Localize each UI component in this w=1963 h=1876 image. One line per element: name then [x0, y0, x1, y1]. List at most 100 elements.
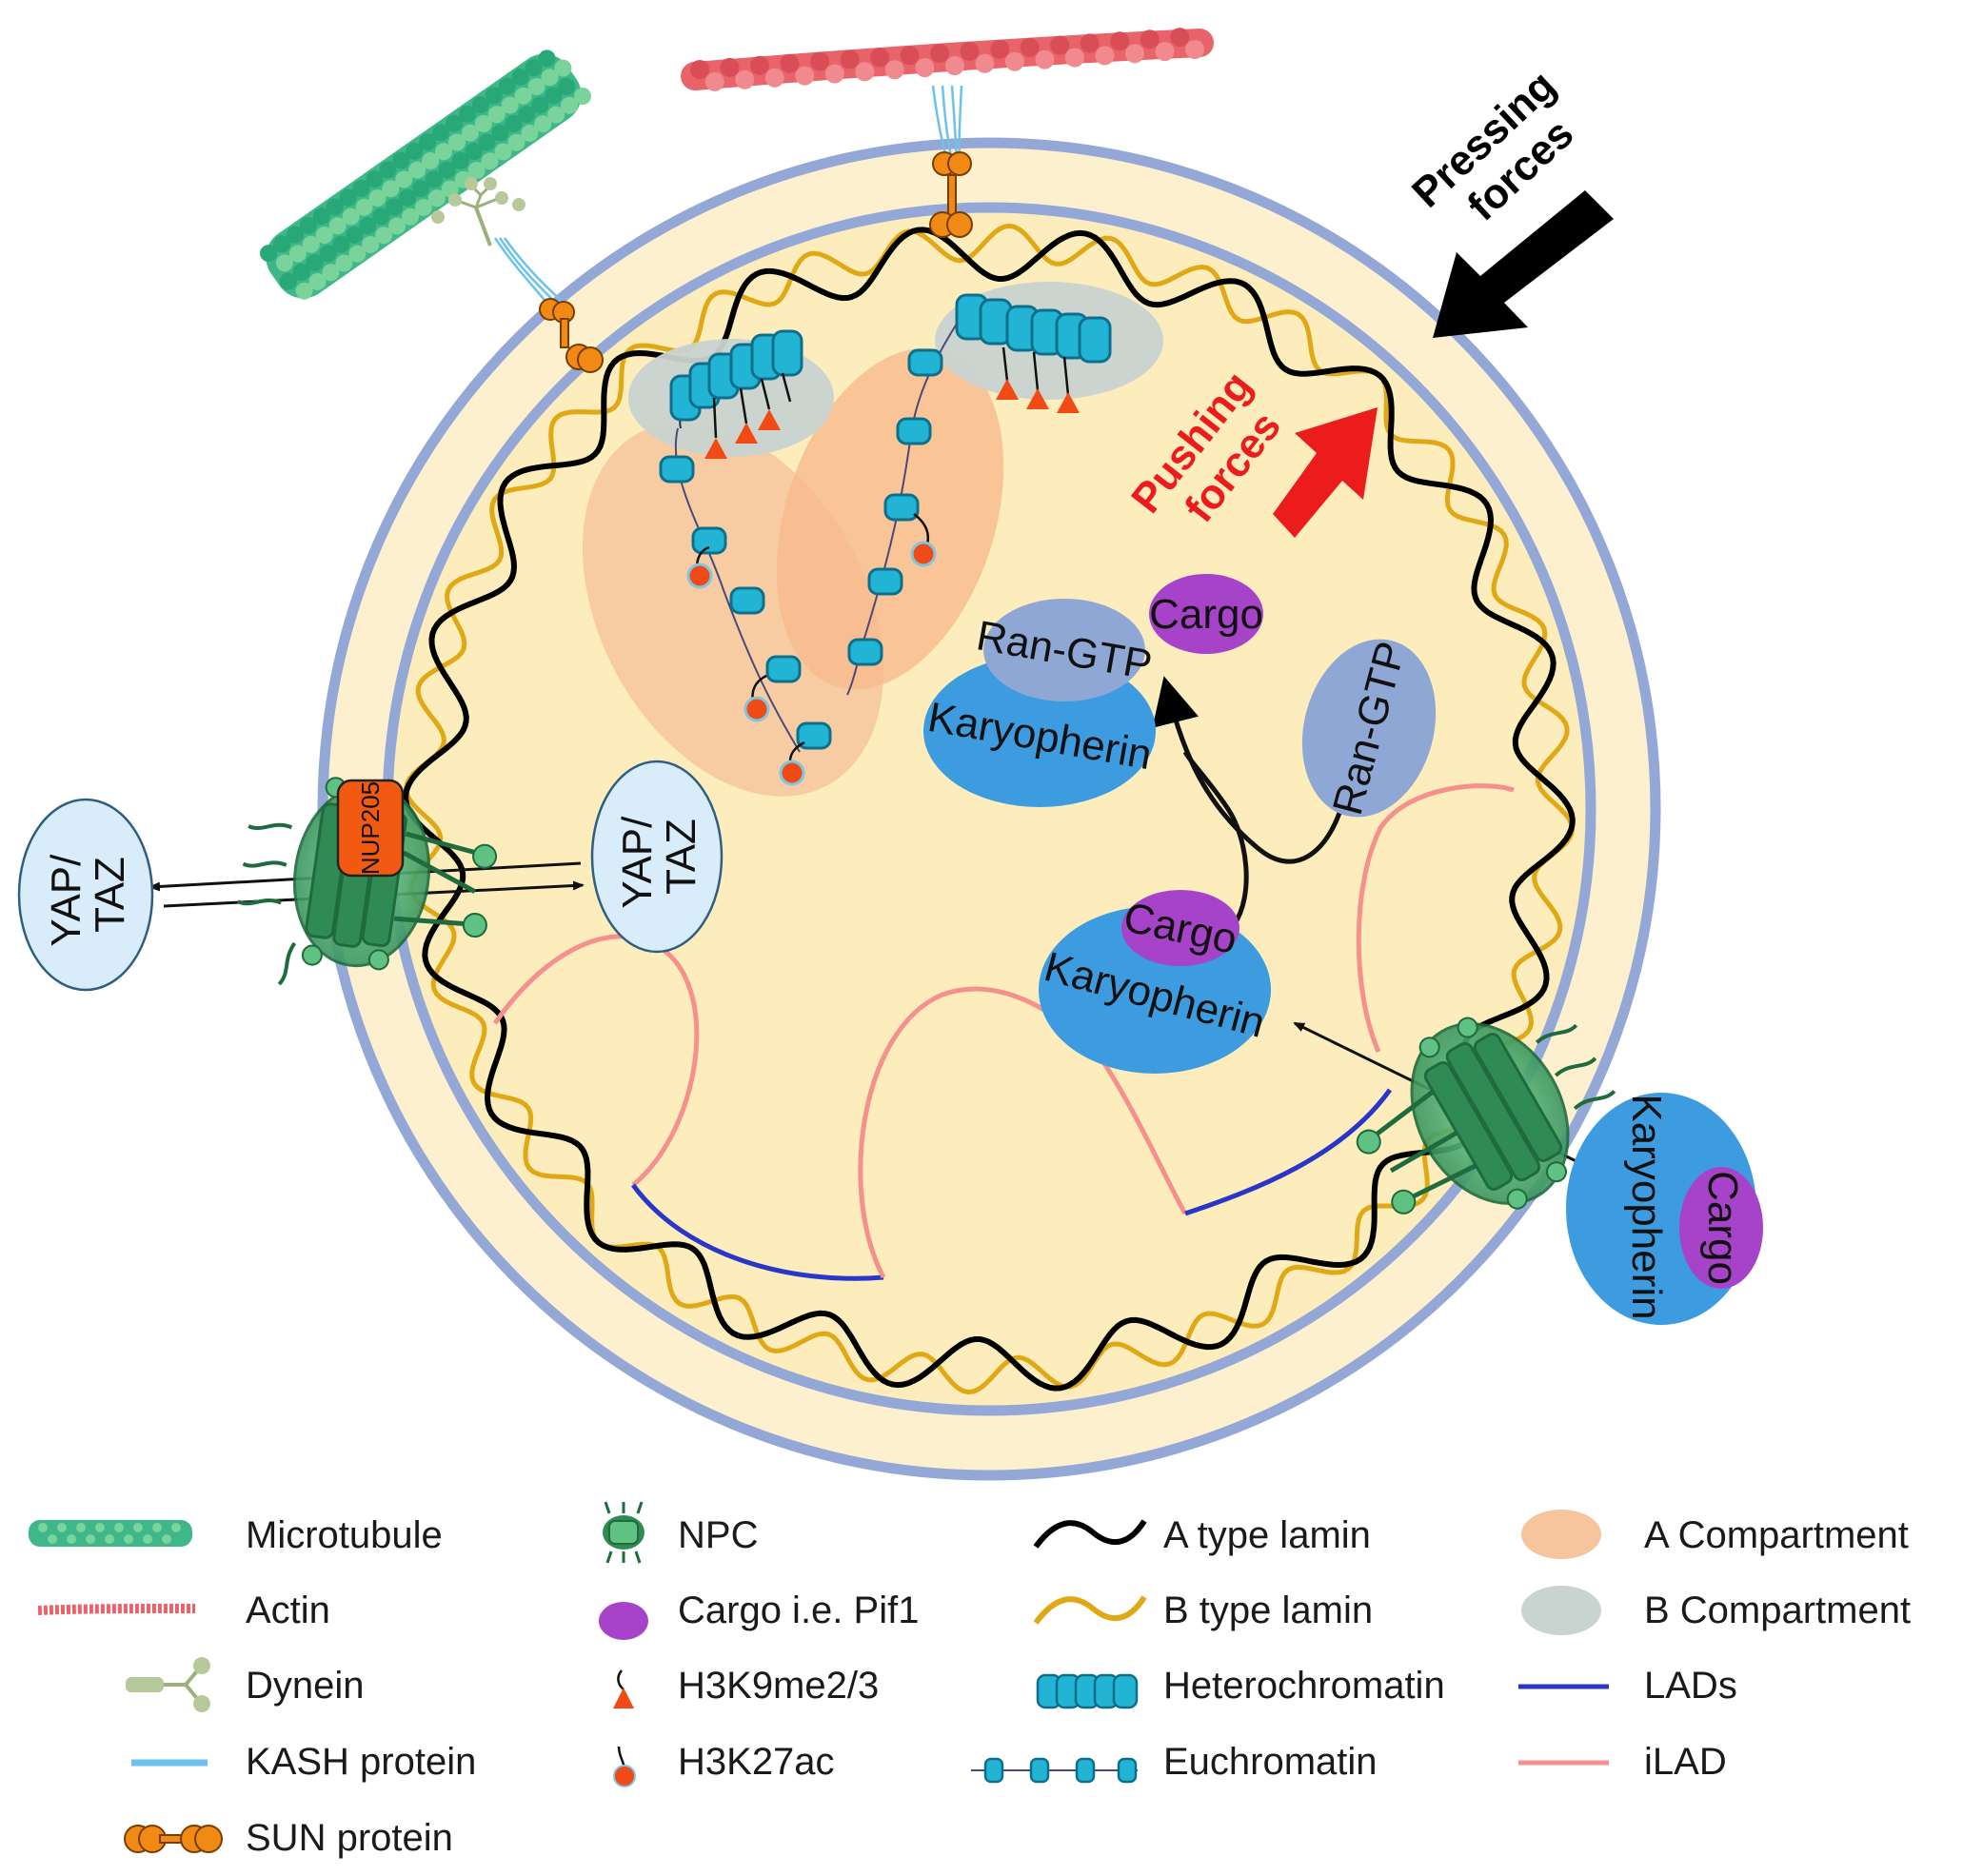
actin-bead	[1185, 40, 1204, 59]
microtubule-bead	[507, 133, 525, 151]
actin-bead	[1140, 30, 1160, 49]
microtubule-bead	[366, 170, 384, 188]
microtubule-bead	[302, 235, 320, 253]
microtubule-bead	[312, 207, 330, 226]
actin-bead	[704, 71, 724, 91]
microtubule-bead	[319, 245, 337, 263]
pressing-arrow	[1433, 190, 1614, 338]
microtubule-bead	[461, 124, 479, 142]
microtubule-bead	[505, 114, 523, 132]
microtubule-bead	[306, 254, 324, 272]
microtubule-bead	[355, 198, 373, 216]
yap-taz-inside: YAP/ TAZ	[590, 760, 724, 954]
legend-h3k27: H3K27ac	[678, 1741, 835, 1783]
microtubule-bead	[411, 180, 429, 198]
heterochromatin-right	[955, 293, 1112, 413]
euchromatin-icon	[971, 1757, 1138, 1784]
microtubule-bead	[521, 125, 539, 143]
actin-bead	[720, 57, 740, 77]
microtubule-bead	[561, 96, 579, 114]
actin-bead	[960, 41, 980, 61]
actin-bead	[1064, 48, 1084, 68]
lad-ilad-regions	[492, 783, 1515, 1281]
microtubule-bead	[574, 88, 592, 106]
microtubule-bead	[332, 235, 350, 253]
microtubule	[260, 49, 592, 300]
microtubule-bead	[368, 189, 387, 207]
karyopherin-outside-label: Karyopherin	[1623, 1094, 1670, 1319]
microtubule-bead	[375, 227, 393, 245]
lad-segment-right	[1184, 1088, 1393, 1216]
legend-actin: Actin	[246, 1590, 330, 1631]
microtubule-bead	[335, 254, 353, 272]
microtubule-bead	[465, 143, 483, 161]
lamin-a-icon	[1033, 1519, 1147, 1549]
microtubule-bead	[279, 272, 297, 290]
sun-protein-top	[929, 151, 973, 238]
actin-bead	[1035, 49, 1055, 69]
actin-bead	[944, 56, 964, 75]
karyopherin-ran-complex: Ran-GTP Karyopherin	[923, 599, 1156, 807]
microtubule-bead	[478, 133, 496, 151]
microtubule-bead	[362, 236, 380, 254]
microtubule-bead	[441, 180, 459, 198]
legend-lamin-a: A type lamin	[1163, 1514, 1371, 1556]
microtubule-bead	[292, 263, 310, 281]
microtubule-bead	[388, 217, 406, 235]
microtubule-bead	[514, 87, 532, 105]
microtubule-bead	[339, 188, 357, 207]
legend-cargo: Cargo i.e. Pif1	[678, 1590, 919, 1631]
microtubule-bead	[408, 161, 426, 179]
heterochromatin-left	[669, 329, 803, 459]
yap-taz-outside: YAP/ TAZ	[17, 798, 154, 992]
actin-bead	[810, 51, 830, 71]
ilad-loop-right	[1356, 783, 1515, 1053]
svg-text:YAP/ TAZ: YAP/ TAZ	[614, 804, 704, 908]
microtubule-bead	[518, 106, 536, 124]
actin-bead	[1125, 44, 1144, 64]
microtubule-bead	[427, 189, 446, 207]
cargo-icon	[599, 1602, 648, 1640]
microtubule-bead	[547, 106, 565, 124]
actin-bead	[1080, 33, 1100, 53]
actin-bead	[824, 64, 844, 84]
cargo-outside-label: Cargo	[1699, 1171, 1746, 1285]
actin-bead	[900, 46, 920, 66]
actin-icon	[37, 1604, 196, 1615]
nup205: NUP205	[336, 779, 405, 878]
heterochromatin-icon	[1036, 1673, 1139, 1709]
microtubule-bead	[527, 78, 545, 96]
microtubule-icon	[29, 1520, 192, 1547]
microtubule-bead	[322, 264, 340, 282]
legend-dynein: Dynein	[246, 1665, 365, 1707]
actin-bead	[1095, 46, 1115, 66]
microtubule-bead	[379, 161, 397, 179]
microtubule-bead	[511, 68, 529, 86]
actin-bead	[735, 69, 755, 89]
microtubule-bead	[342, 207, 360, 226]
microtubule-bead	[498, 77, 516, 95]
actin-bead	[780, 53, 800, 73]
actin-bead	[1170, 28, 1190, 48]
microtubule-bead	[474, 115, 492, 133]
legend-a-compartment: A Compartment	[1644, 1514, 1909, 1556]
microtubule-bead	[458, 105, 476, 123]
cargo-free: Cargo	[1149, 574, 1263, 654]
microtubule-bead	[346, 226, 364, 244]
yap-outside-label: YAP/	[43, 854, 89, 947]
b-compartment-icon	[1521, 1586, 1601, 1635]
microtubule-bead	[545, 87, 563, 105]
pushing-arrow	[1273, 407, 1378, 538]
microtubule-bead	[286, 226, 304, 244]
microtubule-bead	[541, 69, 559, 87]
legend-lamin-b: B type lamin	[1163, 1590, 1373, 1631]
microtubule-bead	[525, 59, 543, 77]
dynein	[431, 177, 525, 247]
euchromatin-right	[846, 323, 958, 696]
microtubule-bead	[447, 133, 466, 151]
svg-text:YAP/ TAZ: YAP/ TAZ	[43, 842, 133, 946]
karyopherin-outside: Karyopherin Cargo	[1566, 1093, 1763, 1325]
actin-bead	[1110, 31, 1130, 51]
microtubule-bead	[414, 199, 432, 217]
ran-gtp-free: Ran-GTP	[1301, 637, 1437, 820]
